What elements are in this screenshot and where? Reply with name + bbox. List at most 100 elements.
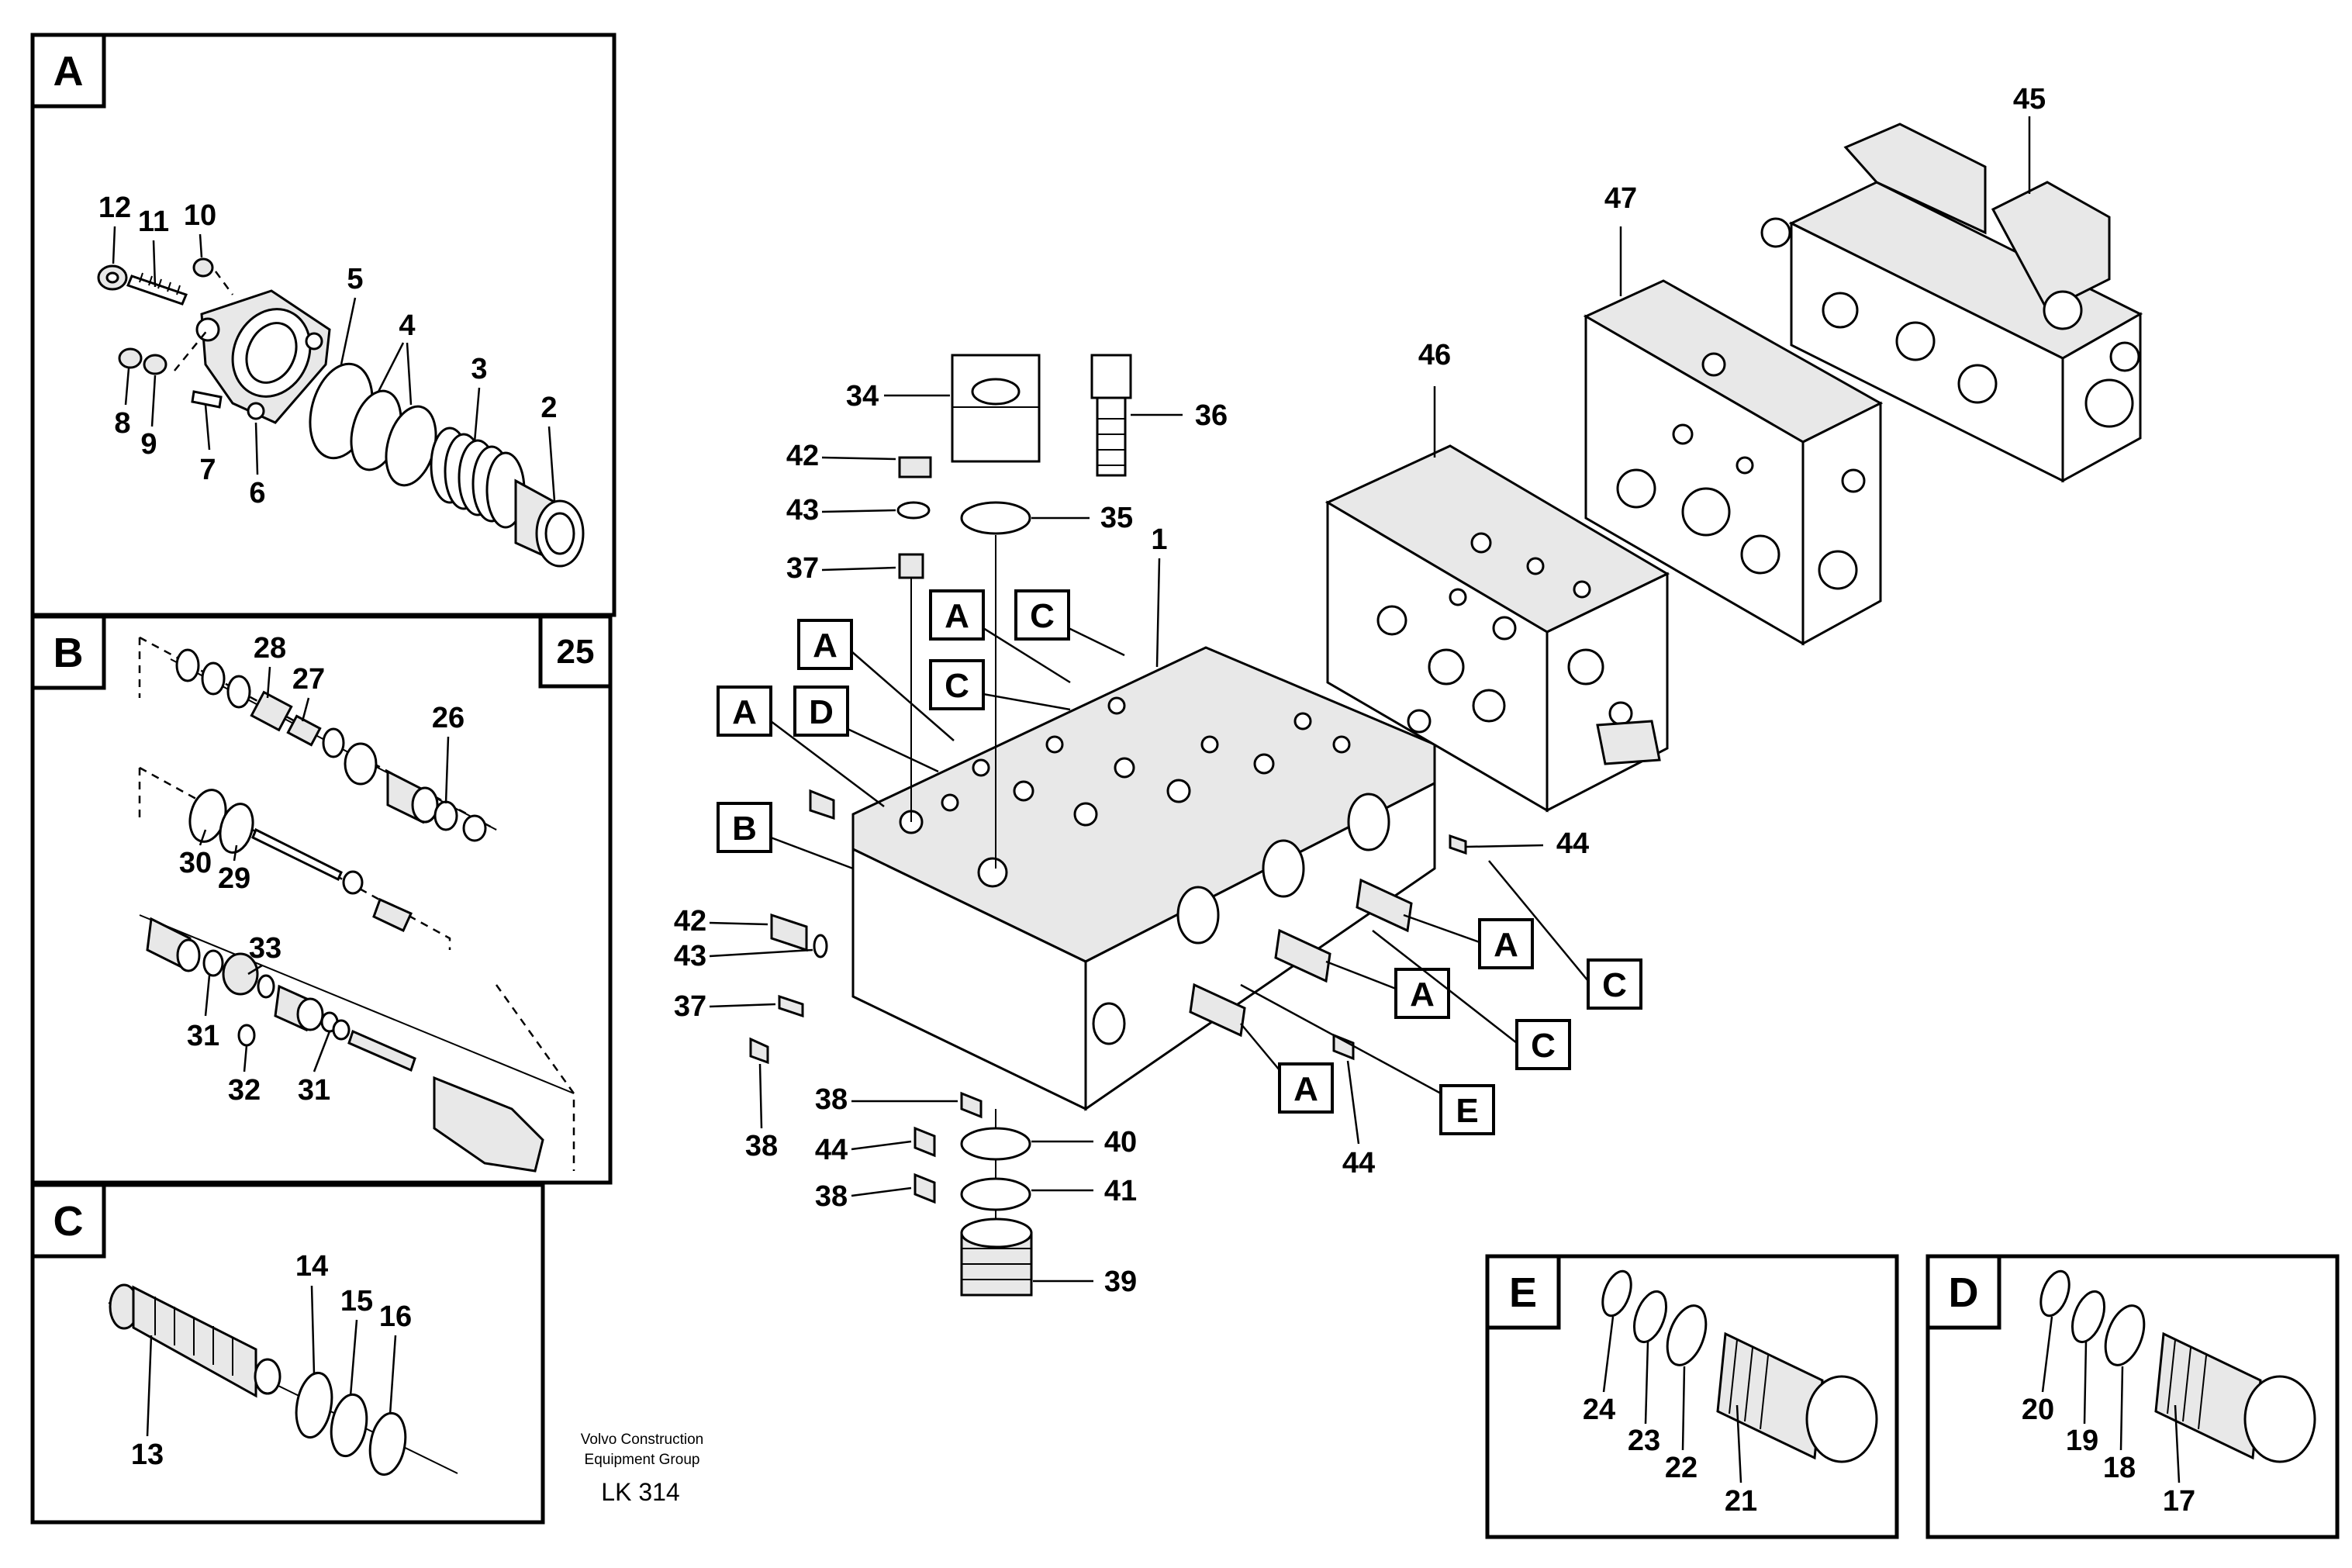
label-12: 12 <box>98 192 131 224</box>
label-1: 1 <box>1151 523 1167 556</box>
valve-top-plug <box>809 789 835 820</box>
part-33-nut <box>222 952 259 996</box>
label-44-front: 44 <box>1342 1147 1375 1179</box>
label-45: 45 <box>2013 83 2046 116</box>
panel-d: D 20 19 18 17 <box>1925 1254 2340 1539</box>
label-34: 34 <box>846 380 879 413</box>
panel-a-label: A <box>54 48 84 95</box>
part-44-plug-bottom <box>914 1126 936 1158</box>
label-15: 15 <box>340 1285 373 1318</box>
panel-e-label: E <box>1509 1269 1537 1316</box>
part-44-plug-front <box>1332 1033 1355 1061</box>
label-38-bottom: 38 <box>815 1083 848 1116</box>
part-16-ring <box>368 1411 407 1476</box>
valve-port-4 <box>1092 1002 1126 1045</box>
part-13-cartridge <box>109 1283 281 1398</box>
label-18: 18 <box>2103 1452 2136 1484</box>
label-44-bottom: 44 <box>815 1134 848 1166</box>
tag-e-1: E <box>1456 1092 1478 1130</box>
part-39-plug <box>960 1217 1033 1297</box>
label-38-side: 38 <box>745 1130 778 1162</box>
top-parts <box>896 354 1132 869</box>
tag-a-1: A <box>813 627 838 665</box>
tag-a-2: A <box>945 597 969 635</box>
label-17: 17 <box>2163 1485 2195 1518</box>
main-valve-block <box>749 646 1467 1119</box>
part-17-plug <box>2154 1331 2316 1463</box>
valve-port-1 <box>1176 886 1220 945</box>
label-30: 30 <box>179 847 212 879</box>
tag-c-3: C <box>1602 966 1627 1004</box>
label-44-side: 44 <box>1556 827 1589 860</box>
valve-port-2 <box>1262 839 1305 898</box>
label-4: 4 <box>399 309 415 342</box>
part-14-ring <box>295 1371 333 1439</box>
part-28-spring <box>250 690 293 732</box>
part-46-block: 46 <box>1325 339 1670 813</box>
company-line1: Volvo Construction <box>581 1432 703 1448</box>
b-rod <box>251 827 343 882</box>
label-26: 26 <box>432 702 465 734</box>
footer: Volvo Construction Equipment Group LK 31… <box>581 1432 703 1506</box>
panel-e-frame <box>1485 1254 1899 1539</box>
part-38-plug-bottom2 <box>914 1173 936 1204</box>
b-cap <box>433 1076 544 1173</box>
company-line2: Equipment Group <box>585 1452 700 1468</box>
diagram-code: LK 314 <box>601 1478 679 1506</box>
valve-plug-a3 <box>1356 878 1413 933</box>
label-46: 46 <box>1418 339 1451 371</box>
bottom-parts <box>914 1109 1033 1297</box>
label-9: 9 <box>140 428 157 461</box>
label-40: 40 <box>1104 1126 1137 1159</box>
valve-port-3 <box>1347 793 1390 851</box>
panel-d-frame <box>1925 1254 2340 1539</box>
panel-b-frame <box>30 614 613 1185</box>
tag-c-2: C <box>945 667 969 705</box>
panel-c: C 14 15 16 13 <box>30 1183 545 1525</box>
part-37-plug-top <box>898 553 924 579</box>
tag-c-1: C <box>1030 597 1055 635</box>
b-clip <box>372 897 413 933</box>
part-11-screw <box>126 275 188 306</box>
part-18-ring <box>2104 1304 2146 1366</box>
part-34-cap <box>951 354 1041 463</box>
panel-b-ref: 25 <box>557 633 595 671</box>
label-35: 35 <box>1100 502 1133 534</box>
part-26-ring <box>433 800 458 831</box>
part-3-spring <box>430 427 526 529</box>
tag-c-4: C <box>1531 1027 1556 1065</box>
label-16: 16 <box>379 1300 412 1333</box>
label-29: 29 <box>218 862 250 895</box>
label-13: 13 <box>131 1438 164 1471</box>
part-38-plug-bottom <box>960 1091 983 1119</box>
panel-c-frame <box>30 1183 545 1525</box>
valve-top-holes <box>899 696 1351 888</box>
label-6: 6 <box>249 477 265 509</box>
label-31b: 31 <box>298 1074 330 1107</box>
label-37-top: 37 <box>786 552 819 585</box>
part-45-control-valve: 45 <box>1760 83 2143 483</box>
label-11: 11 <box>138 205 169 238</box>
part-19-ring <box>2071 1290 2106 1344</box>
panel-d-label-box <box>1925 1254 2001 1330</box>
panel-e-label-box <box>1485 1254 1561 1330</box>
part-9-washer <box>143 354 168 375</box>
part-40-oring <box>960 1127 1031 1161</box>
panel-a: A <box>30 33 616 617</box>
tag-b-1: B <box>732 810 757 848</box>
part-21-plug <box>1716 1331 1878 1463</box>
panel-b-label-box <box>30 614 106 690</box>
label-33: 33 <box>249 932 281 965</box>
panel-b-label: B <box>54 630 84 676</box>
panel-c-label: C <box>54 1198 84 1245</box>
part-22-ring <box>1666 1304 1708 1366</box>
label-22: 22 <box>1665 1452 1698 1484</box>
label-3: 3 <box>471 353 487 385</box>
part-24-ring <box>1601 1269 1632 1318</box>
label-7: 7 <box>199 454 216 486</box>
part-8-bolt <box>118 347 143 369</box>
label-5: 5 <box>347 263 363 295</box>
part-38-plug-side <box>749 1037 769 1065</box>
label-41: 41 <box>1104 1175 1137 1207</box>
